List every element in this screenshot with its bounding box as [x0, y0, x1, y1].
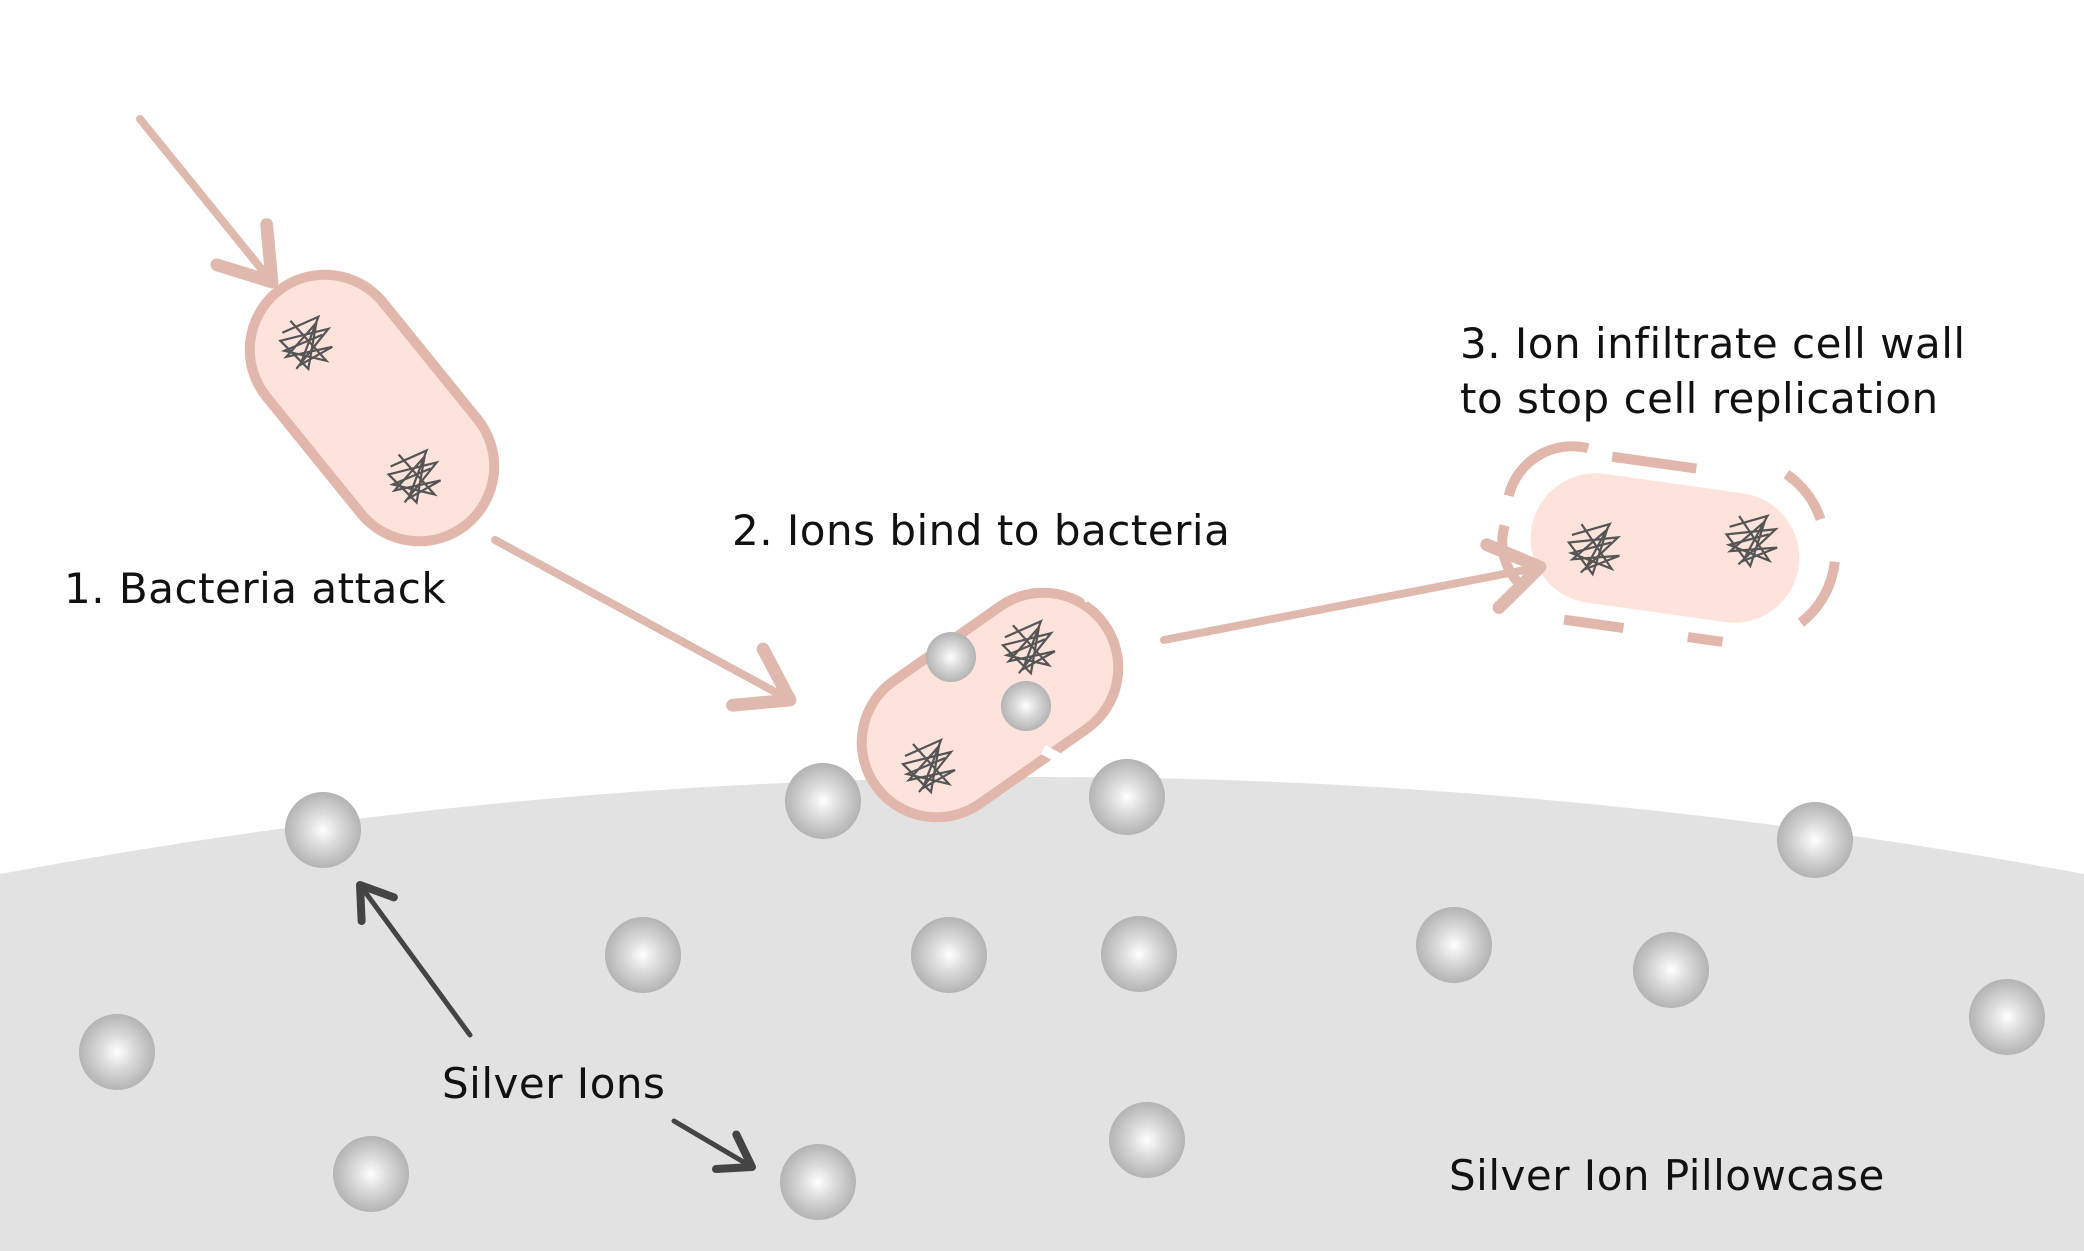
label-step1: 1. Bacteria attack: [64, 564, 446, 613]
dna-scribble-icon: [1566, 522, 1622, 577]
silver-ion: [1416, 907, 1492, 983]
silver-ion: [785, 763, 861, 839]
bacterium-attacking: [244, 269, 500, 547]
silver-ion: [1089, 759, 1165, 835]
dna-scribble-icon: [386, 448, 442, 505]
silver-ion: [333, 1136, 409, 1212]
silver-ion: [79, 1014, 155, 1090]
bound-silver-ion: [1001, 681, 1051, 731]
pillowcase-surface: [0, 777, 2084, 1251]
arrow-step2-to-step3: [1160, 538, 1547, 644]
silver-ion: [780, 1144, 856, 1220]
silver-ion: [1777, 802, 1853, 878]
silver-ion: [605, 917, 681, 993]
pointer-arrow-ion-right: [671, 1118, 756, 1173]
arrow-incoming: [136, 115, 279, 289]
label-pillowcase: Silver Ion Pillowcase: [1449, 1151, 1885, 1200]
dna-scribble-icon: [1000, 619, 1056, 676]
label-step3-line2: to stop cell replication: [1460, 374, 1939, 423]
silver-ion: [1969, 979, 2045, 1055]
label-step3-line1: 3. Ion infiltrate cell wall: [1460, 319, 1966, 368]
label-silver-ions: Silver Ions: [442, 1059, 665, 1108]
silver-ion: [911, 917, 987, 993]
silver-ion: [285, 792, 361, 868]
bound-silver-ion: [926, 632, 976, 682]
arrow-step1-to-step2: [491, 536, 797, 712]
silver-ions-group: [79, 759, 2045, 1220]
silver-ion: [1633, 932, 1709, 1008]
dna-scribble-icon: [1724, 514, 1779, 569]
label-step2: 2. Ions bind to bacteria: [732, 506, 1230, 555]
dna-scribble-icon: [900, 737, 956, 795]
silver-ion: [1101, 916, 1177, 992]
bacterium-broken-wall: [1497, 441, 1840, 647]
silver-ion: [1109, 1102, 1185, 1178]
pointer-arrow-ion-left: [356, 881, 473, 1038]
dna-scribble-icon: [278, 314, 333, 372]
